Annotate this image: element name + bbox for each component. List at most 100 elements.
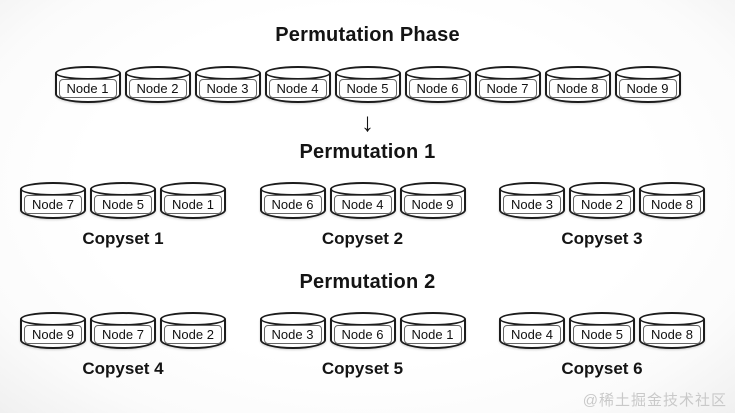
cylinder-top (20, 182, 86, 196)
node-label: Node 9 (403, 195, 462, 214)
cylinder-top (264, 66, 331, 80)
node-cylinder: Node 5 (569, 312, 635, 349)
node-cylinder: Node 6 (259, 182, 326, 219)
cylinder-top (544, 66, 611, 80)
copyset-node-row: Node 3 Node 6 Node 1 (259, 312, 466, 349)
permutation2-title: Permutation 2 (299, 271, 436, 293)
permutation-phase-title: Permutation Phase (275, 24, 460, 46)
copyset-label: Copyset 3 (561, 229, 643, 248)
cylinder-top (499, 182, 565, 196)
cylinder-top (54, 66, 121, 80)
cylinder-top (499, 312, 565, 326)
node-label: Node 5 (573, 325, 631, 344)
node-cylinder: Node 7 (20, 182, 86, 219)
copyset-group: Node 4 Node 5 Node 8 Copyset 6 (499, 312, 705, 379)
node-cylinder: Node 4 (264, 66, 331, 103)
cylinder-top (259, 182, 326, 196)
cylinder-top (474, 66, 541, 80)
copyset-label: Copyset 5 (321, 359, 404, 378)
node-cylinder: Node 6 (404, 66, 471, 103)
cylinder-top (90, 182, 156, 196)
node-cylinder: Node 2 (569, 182, 635, 219)
node-label: Node 1 (164, 195, 222, 214)
cylinder-top (329, 182, 396, 196)
node-label: Node 9 (24, 325, 82, 344)
node-label: Node 4 (268, 79, 327, 98)
copyset-node-row: Node 6 Node 4 Node 9 (259, 182, 466, 219)
copyset-label: Copyset 1 (82, 229, 164, 248)
cylinder-top (614, 66, 681, 80)
node-label: Node 9 (618, 79, 677, 98)
node-cylinder: Node 3 (259, 312, 326, 349)
node-label: Node 7 (478, 79, 537, 98)
node-label: Node 1 (58, 79, 117, 98)
cylinder-top (329, 312, 396, 326)
copyset-node-row: Node 9 Node 7 Node 2 (20, 312, 226, 349)
cylinder-top (569, 312, 635, 326)
node-label: Node 8 (643, 195, 701, 214)
cylinder-top (569, 182, 635, 196)
down-arrow-icon: ↓ (361, 107, 374, 137)
node-label: Node 6 (333, 325, 392, 344)
node-label: Node 2 (164, 325, 222, 344)
node-label: Node 3 (198, 79, 257, 98)
copyset-node-row: Node 3 Node 2 Node 8 (499, 182, 705, 219)
cylinder-top (399, 182, 466, 196)
cylinder-top (160, 312, 226, 326)
node-label: Node 5 (338, 79, 397, 98)
copyset-label: Copyset 4 (82, 359, 164, 378)
cylinder-top (259, 312, 326, 326)
node-cylinder: Node 8 (639, 182, 705, 219)
node-cylinder: Node 4 (499, 312, 565, 349)
node-cylinder: Node 1 (54, 66, 121, 103)
copyset-label: Copyset 6 (561, 359, 643, 378)
node-cylinder: Node 3 (499, 182, 565, 219)
node-cylinder: Node 2 (160, 312, 226, 349)
node-label: Node 1 (403, 325, 462, 344)
node-cylinder: Node 8 (544, 66, 611, 103)
node-cylinder: Node 7 (474, 66, 541, 103)
node-label: Node 3 (263, 325, 322, 344)
node-cylinder: Node 7 (90, 312, 156, 349)
node-cylinder: Node 9 (614, 66, 681, 103)
node-cylinder: Node 8 (639, 312, 705, 349)
node-label: Node 6 (263, 195, 322, 214)
permutation1-copyset-row: Node 7 Node 5 Node 1 Copyset 1 (0, 182, 735, 249)
cylinder-top (124, 66, 191, 80)
node-label: Node 3 (503, 195, 561, 214)
cylinder-top (20, 312, 86, 326)
node-cylinder: Node 6 (329, 312, 396, 349)
cylinder-top (90, 312, 156, 326)
copyset-group: Node 3 Node 6 Node 1 Copyset 5 (259, 312, 466, 379)
node-cylinder: Node 2 (124, 66, 191, 103)
node-label: Node 7 (94, 325, 152, 344)
cylinder-top (639, 182, 705, 196)
copyset-node-row: Node 7 Node 5 Node 1 (20, 182, 226, 219)
node-cylinder: Node 1 (160, 182, 226, 219)
copyset-group: Node 9 Node 7 Node 2 Copyset 4 (20, 312, 226, 379)
node-label: Node 6 (408, 79, 467, 98)
cylinder-top (404, 66, 471, 80)
node-label: Node 7 (24, 195, 82, 214)
cylinder-top (194, 66, 261, 80)
copyset-group: Node 3 Node 2 Node 8 Copyset 3 (499, 182, 705, 249)
copyset-group: Node 7 Node 5 Node 1 Copyset 1 (20, 182, 226, 249)
node-label: Node 4 (503, 325, 561, 344)
copyset-node-row: Node 4 Node 5 Node 8 (499, 312, 705, 349)
node-cylinder: Node 5 (334, 66, 401, 103)
cylinder-top (639, 312, 705, 326)
cylinder-top (160, 182, 226, 196)
node-label: Node 4 (333, 195, 392, 214)
copyset-label: Copyset 2 (321, 229, 404, 248)
node-label: Node 2 (573, 195, 631, 214)
node-cylinder: Node 9 (20, 312, 86, 349)
node-cylinder: Node 4 (329, 182, 396, 219)
cylinder-top (399, 312, 466, 326)
node-label: Node 2 (128, 79, 187, 98)
node-cylinder: Node 1 (399, 312, 466, 349)
node-label: Node 8 (643, 325, 701, 344)
watermark: @稀土掘金技术社区 (582, 392, 727, 409)
node-cylinder: Node 5 (90, 182, 156, 219)
permutation-phase-node-row: Node 1 Node 2 Node 3 Node 4 Node 5 Node … (0, 66, 735, 103)
